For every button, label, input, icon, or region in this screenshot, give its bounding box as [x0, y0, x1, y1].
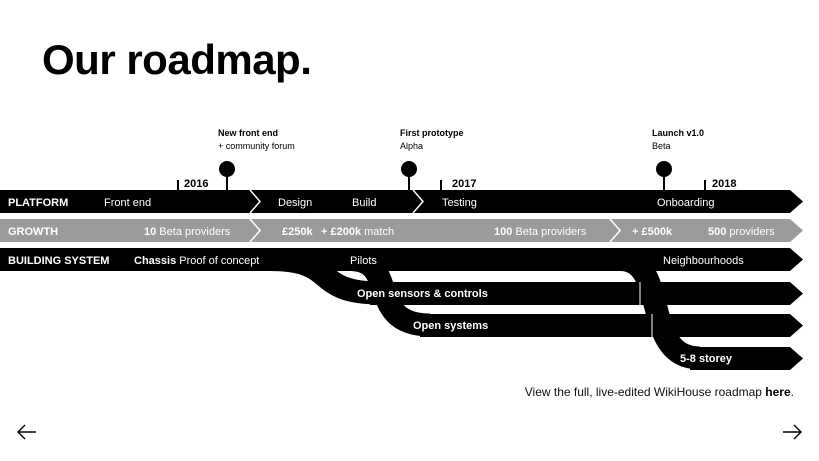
growth-item: + £500k — [632, 226, 673, 238]
branch-label: Open systems — [413, 320, 488, 332]
next-slide-button[interactable] — [780, 420, 804, 444]
milestone-dot — [219, 161, 235, 177]
phase-chevron — [609, 218, 621, 243]
milestone-launch: Launch v1.0 Beta — [652, 128, 704, 190]
milestone-title: Launch v1.0 — [652, 128, 704, 138]
platform-band — [0, 190, 803, 213]
phase-chevron — [249, 189, 261, 214]
footer-suffix: . — [790, 385, 794, 399]
branch-band — [370, 282, 803, 305]
phase-label: Design — [278, 197, 312, 209]
branch-band — [690, 347, 803, 370]
milestone-title: New front end — [218, 128, 278, 138]
year-label: 2018 — [712, 178, 736, 190]
branch-connector — [618, 248, 702, 370]
phase-label: Front end — [104, 197, 151, 209]
milestone-dot — [401, 161, 417, 177]
track-building-system: BUILDING SYSTEM Chassis Proof of concept… — [0, 248, 803, 370]
track-growth: GROWTH 10 Beta providers £250k + £200k m… — [0, 218, 803, 243]
building-band — [0, 248, 803, 271]
milestone-subtitle: Beta — [652, 141, 671, 151]
phase-label: Build — [352, 197, 376, 209]
pilots-label: Pilots — [350, 255, 377, 267]
growth-item: 100 Beta providers — [494, 226, 587, 238]
track-label: GROWTH — [8, 226, 58, 238]
growth-item: 500 providers — [708, 226, 775, 238]
growth-band — [0, 219, 803, 242]
milestone-new-front-end: New front end + community forum — [218, 128, 295, 190]
milestone-title: First prototype — [400, 128, 464, 138]
phase-chevron — [412, 189, 424, 214]
milestone-first-prototype: First prototype Alpha — [400, 128, 464, 190]
roadmap-footer: View the full, live-edited WikiHouse roa… — [525, 385, 794, 399]
year-label: 2017 — [452, 178, 476, 190]
arrow-left-icon — [17, 424, 36, 440]
neighbourhoods-label: Neighbourhoods — [663, 255, 744, 267]
branch-label: 5-8 storey — [680, 353, 733, 365]
milestone-subtitle: Alpha — [400, 141, 423, 151]
roadmap-link[interactable]: here — [765, 385, 791, 399]
phase-chevron — [249, 218, 261, 243]
branch-label: Open sensors & controls — [357, 288, 488, 300]
phase-label: Onboarding — [657, 197, 715, 209]
page-title: Our roadmap. — [42, 36, 312, 83]
chassis-label: Chassis Proof of concept — [134, 255, 259, 267]
milestone-subtitle: + community forum — [218, 141, 295, 151]
year-2018: 2018 — [704, 178, 736, 190]
track-platform: PLATFORM Front end Design Build Testing … — [0, 189, 803, 214]
track-label: BUILDING SYSTEM — [8, 255, 109, 267]
milestone-dot — [656, 161, 672, 177]
year-2017: 2017 — [440, 178, 476, 190]
year-label: 2016 — [184, 178, 208, 190]
growth-item: + £200k match — [321, 226, 394, 238]
track-label: PLATFORM — [8, 197, 68, 209]
year-2016: 2016 — [177, 178, 208, 190]
prev-slide-button[interactable] — [15, 420, 39, 444]
footer-text: View the full, live-edited WikiHouse roa… — [524, 385, 766, 399]
growth-item: 10 Beta providers — [144, 226, 231, 238]
branch-band — [420, 314, 803, 337]
phase-label: Testing — [442, 197, 477, 209]
arrow-right-icon — [783, 424, 802, 440]
growth-item: £250k — [282, 226, 313, 238]
